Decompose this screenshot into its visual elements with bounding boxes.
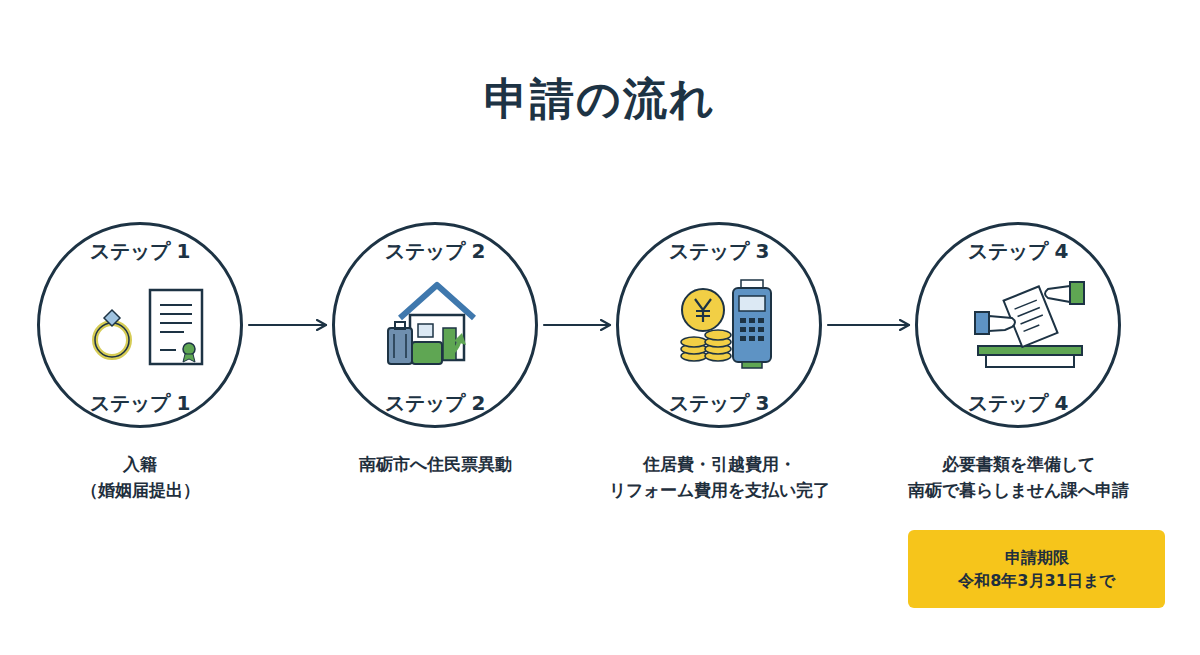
card-terminal-icon-part [740, 327, 746, 332]
step-label: ステップ 2 [332, 236, 538, 266]
submit-icon-part [1021, 315, 1043, 324]
submit-icon [975, 282, 1084, 367]
certificate-icon-part [150, 290, 202, 364]
luggage-icon-part [405, 334, 407, 358]
step-circle: ステップ 1ステップ 1入籍 （婚姻届提出） [37, 222, 243, 428]
step-description: 住居費・引越費用・ リフォーム費用を支払い完了 [569, 452, 869, 503]
step-circle: ステップ 4ステップ 4必要書類を準備して 南砺で暮らしません課へ申請 [915, 222, 1121, 428]
step-label: ステップ 1 [37, 388, 243, 418]
house-icon-part [418, 324, 433, 337]
card-terminal-icon-part [749, 327, 755, 332]
ring-icon-part [104, 310, 120, 326]
card-terminal-icon-part [758, 318, 764, 323]
certificate-icon-part [183, 354, 195, 362]
step-label: ステップ 3 [616, 388, 822, 418]
card-terminal-icon-part [742, 362, 762, 368]
deadline-box: 申請期限令和8年3月31日まで [908, 530, 1165, 608]
coin-icon-part [695, 299, 711, 322]
coin-icon-part [705, 330, 731, 340]
submit-icon-part [1045, 286, 1070, 302]
certificate-icon-part [160, 349, 176, 351]
certificate-icon-part [160, 304, 192, 306]
ring-icon-part [95, 323, 129, 357]
coin-icon-part [681, 337, 707, 347]
submit-icon-part [1070, 282, 1084, 304]
deadline-heading: 申請期限 [1005, 546, 1069, 569]
card-terminal-icon-part [739, 296, 765, 311]
luggage-icon-part [454, 333, 466, 345]
submit-icon-part [989, 316, 1015, 331]
card-terminal-icon-part [740, 318, 746, 323]
certificate-icon-part [160, 313, 192, 315]
submit-icon-part [986, 355, 1074, 367]
step-label: ステップ 2 [332, 388, 538, 418]
step-description: 必要書類を準備して 南砺で暮らしません課へ申請 [868, 452, 1168, 503]
submit-icon-part [975, 312, 989, 334]
luggage-icon-part [412, 342, 442, 364]
coin-icon [681, 289, 731, 361]
card-terminal-icon-part [740, 318, 764, 341]
card-terminal-icon-part [758, 336, 764, 341]
submit-icon-part [1018, 308, 1040, 317]
step-label: ステップ 4 [915, 236, 1121, 266]
step-label: ステップ 4 [915, 388, 1121, 418]
luggage-icon [388, 322, 466, 364]
step-circle: ステップ 3ステップ 3住居費・引越費用・ リフォーム費用を支払い完了 [616, 222, 822, 428]
step-label: ステップ 3 [616, 236, 822, 266]
diagram-title: 申請の流れ [0, 70, 1200, 129]
certificate-icon [150, 290, 202, 364]
ring-icon [95, 310, 129, 357]
coin-icon-part [682, 289, 724, 331]
card-terminal-icon-part [740, 336, 746, 341]
luggage-icon-part [395, 322, 405, 329]
deadline-date: 令和8年3月31日まで [958, 569, 1115, 592]
certificate-icon-part [160, 322, 192, 324]
house-icon-part [400, 285, 474, 318]
certificate-icon-part [183, 343, 195, 355]
card-terminal-icon-part [733, 288, 771, 362]
card-terminal-icon-part [749, 336, 755, 341]
submit-icon-part [978, 346, 1082, 355]
submit-icon-part [1024, 325, 1040, 331]
step-description: 南砺市へ住民票異動 [305, 452, 565, 478]
submit-icon-part [1015, 300, 1037, 309]
ring-icon-part [95, 323, 129, 357]
card-terminal-icon-part [758, 327, 764, 332]
flow-arrow [828, 324, 909, 326]
step-circle: ステップ 2ステップ 2南砺市へ住民票異動 [332, 222, 538, 428]
flow-arrow [544, 324, 610, 326]
luggage-icon-part [388, 328, 412, 364]
card-terminal-icon-part [749, 318, 755, 323]
step-description: 入籍 （婚姻届提出） [70, 452, 210, 503]
flow-arrow [249, 324, 326, 326]
step-label: ステップ 1 [37, 236, 243, 266]
luggage-icon-part [393, 334, 395, 358]
certificate-icon-part [160, 331, 184, 333]
card-terminal-icon [733, 280, 771, 368]
